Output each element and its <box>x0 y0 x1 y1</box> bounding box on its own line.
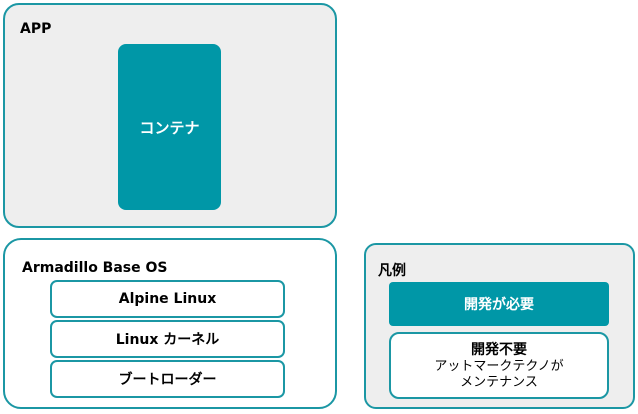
legend-panel: 凡例 開発が必要 開発不要 アットマークテクノが メンテナンス <box>364 243 635 409</box>
legend-title: 凡例 <box>378 263 406 279</box>
container-box: コンテナ <box>118 44 221 210</box>
legend-note-line1: アットマークテクノが <box>434 358 564 374</box>
legend-dev-required-label: 開発が必要 <box>464 297 534 313</box>
layer-alpine-linux: Alpine Linux <box>50 280 285 318</box>
layer-linux-kernel: Linux カーネル <box>50 320 285 358</box>
legend-note-line2: メンテナンス <box>460 374 538 390</box>
app-panel: APP コンテナ <box>3 3 337 228</box>
base-os-panel: Armadillo Base OS Alpine Linux Linux カーネ… <box>3 238 337 409</box>
legend-dev-required: 開発が必要 <box>389 282 609 326</box>
legend-dev-not-required-label: 開発不要 <box>471 341 527 358</box>
layer-bootloader: ブートローダー <box>50 360 285 398</box>
legend-dev-not-required: 開発不要 アットマークテクノが メンテナンス <box>389 332 609 399</box>
container-label: コンテナ <box>139 118 200 137</box>
app-title: APP <box>20 21 52 37</box>
base-os-title: Armadillo Base OS <box>22 260 168 276</box>
